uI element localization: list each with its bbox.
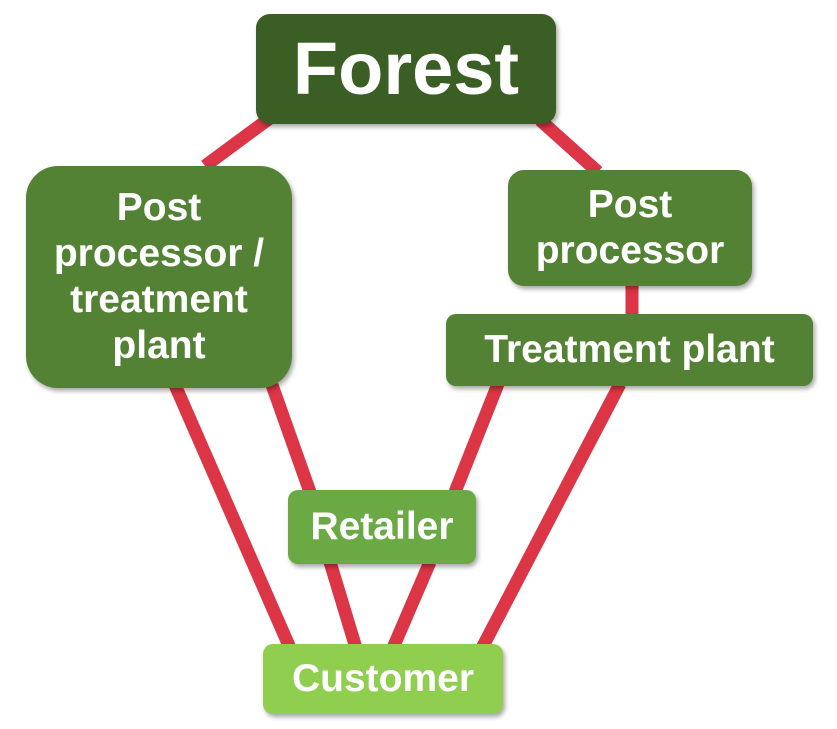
customer-node: Customer [263, 644, 503, 714]
connector-post-processor-treatment-plant-to-retailer [265, 382, 317, 495]
connector-treatment-plant-to-customer [476, 380, 626, 652]
connector-retailer-to-customer-right [387, 559, 436, 651]
connector-post-processor-treatment-plant-to-customer [169, 382, 296, 651]
customer-label: Customer [291, 657, 475, 701]
retailer-label: Retailer [310, 505, 454, 549]
treatment-plant-node: Treatment plant [446, 314, 813, 386]
connector-treatment-plant-to-retailer [448, 381, 505, 495]
connector-retailer-to-customer-left [323, 560, 363, 650]
post-processor-node: Post processor [508, 170, 752, 286]
connector-forest-to-post-processor [535, 115, 603, 177]
connector-forest-to-post-processor-treatment-plant [201, 112, 274, 172]
post-processor-treatment-plant-node: Post processor / treatment plant [26, 166, 292, 388]
forest-label: Forest [292, 27, 520, 110]
forest-node: Forest [256, 14, 556, 124]
post-processor-label: Post processor [535, 182, 725, 272]
retailer-node: Retailer [288, 490, 476, 564]
treatment-plant-label: Treatment plant [484, 328, 775, 372]
post-processor-treatment-plant-label: Post processor / treatment plant [53, 185, 265, 368]
